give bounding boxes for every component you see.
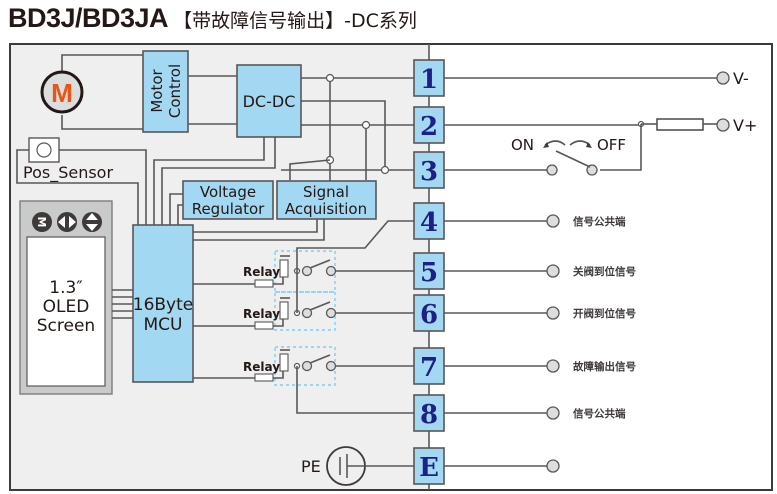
terminal-pin: [546, 459, 560, 473]
terminal-label: 信号公共端: [573, 215, 626, 228]
oled-button-left-right[interactable]: [57, 212, 77, 232]
terminal-2: 2 V+: [413, 106, 757, 144]
voltage-regulator-line2: Regulator: [192, 200, 265, 218]
up-down-icon: [86, 213, 98, 220]
switch-on-label: ON: [511, 136, 534, 154]
oled-line2: OLED: [43, 297, 90, 317]
relay-3: Relay: [193, 346, 414, 386]
diagram-title: BD3J/BD3JA 【带故障信号输出】-DC系列: [8, 3, 417, 37]
dc-dc-block: DC-DC: [236, 64, 302, 138]
signal-acquisition-line1: Signal: [303, 183, 349, 201]
subtitle: 【带故障信号输出】-DC系列: [173, 10, 417, 32]
mcu-line2: MCU: [144, 315, 183, 335]
oled-screen: [26, 236, 106, 387]
model-title: BD3J/BD3JA: [8, 3, 169, 33]
switch-off-label: OFF: [597, 136, 626, 154]
motor: M: [40, 54, 143, 130]
terminal-pin: [716, 71, 730, 85]
mcu-block: 16Byte MCU: [132, 224, 194, 383]
oled-button-up-down[interactable]: [82, 212, 102, 232]
terminal-pin: [546, 306, 560, 320]
terminal-1: 1 V-: [413, 59, 749, 97]
pe-label: PE: [301, 457, 321, 476]
oled-display: M 1.3″ OLED Screen: [19, 200, 113, 395]
terminal-number: 8: [420, 400, 438, 430]
pos-sensor: Pos_Sensor: [23, 137, 113, 183]
oled-line3: Screen: [37, 316, 95, 336]
terminal-block: [413, 202, 445, 240]
motor-icon: [40, 70, 84, 114]
terminal-number: 4: [420, 208, 438, 238]
mcu-line1: 16Byte: [133, 295, 193, 315]
terminal-7: 7 故障输出信号: [413, 347, 636, 385]
signal-acquisition-line2: Acquisition: [285, 200, 367, 218]
power-switch-circuit: ON OFF: [511, 118, 717, 176]
oled-button-menu[interactable]: M: [32, 212, 52, 232]
dc-dc-label: DC-DC: [243, 92, 296, 111]
switch-contact-left: [546, 164, 558, 176]
terminal-label: 故障输出信号: [573, 360, 636, 373]
terminal-label: V+: [733, 116, 757, 135]
terminal-number: 6: [420, 300, 438, 330]
terminal-number: 2: [420, 112, 438, 142]
terminal-pin: [716, 118, 730, 132]
fuse-icon: [656, 118, 704, 131]
pe-ground: PE: [301, 446, 414, 486]
menu-m-icon: M: [35, 217, 48, 228]
motor-control-line2: Control: [166, 64, 184, 118]
terminal-label: V-: [733, 69, 749, 88]
terminal-label: 关阀到位信号: [573, 265, 636, 278]
voltage-regulator-block: Voltage Regulator: [182, 180, 274, 220]
terminal-number: 1: [420, 65, 438, 95]
terminal-6: 6 开阀到位信号: [413, 294, 636, 332]
terminal-block: [413, 447, 445, 485]
voltage-regulator-line1: Voltage: [200, 183, 256, 201]
motor-control-line1: Motor: [148, 69, 166, 113]
terminal-number: 5: [420, 258, 438, 288]
oled-bus: [112, 289, 133, 319]
terminal-4: 4 信号公共端: [413, 202, 626, 240]
relay-2-label: Relay: [243, 307, 280, 321]
motor-control-block: Motor Control: [142, 50, 189, 133]
terminal-block: [413, 106, 445, 144]
terminal-3: 3: [413, 151, 547, 189]
terminal-block: [413, 394, 445, 432]
signal-acquisition-block: Signal Acquisition: [276, 180, 377, 220]
terminal-number: 3: [420, 157, 438, 187]
terminal-pin: [546, 264, 560, 278]
relay-3-label: Relay: [243, 360, 280, 374]
relay-1: Relay: [193, 250, 414, 293]
terminal-label: 信号公共端: [573, 407, 626, 420]
terminal-pin: [546, 214, 560, 228]
oled-line1: 1.3″: [49, 278, 82, 298]
terminal-block: [413, 151, 445, 189]
left-right-icon: [58, 216, 65, 228]
pos-sensor-label: Pos_Sensor: [23, 163, 113, 183]
terminal-e: E: [413, 447, 560, 485]
terminal-block: [413, 294, 445, 332]
terminal-pin: [546, 359, 560, 373]
terminal-label: 开阀到位信号: [573, 307, 636, 320]
terminal-5: 5 关阀到位信号: [413, 252, 636, 290]
motor-symbol: M: [51, 78, 73, 108]
terminal-pin: [546, 406, 560, 420]
relay-2: Relay: [193, 291, 414, 331]
terminal-number: E: [419, 453, 439, 483]
relay-1-label: Relay: [243, 265, 280, 279]
switch-lever-icon[interactable]: [555, 150, 591, 168]
terminal-number: 7: [420, 353, 438, 383]
terminal-8: 8 信号公共端: [413, 394, 626, 432]
